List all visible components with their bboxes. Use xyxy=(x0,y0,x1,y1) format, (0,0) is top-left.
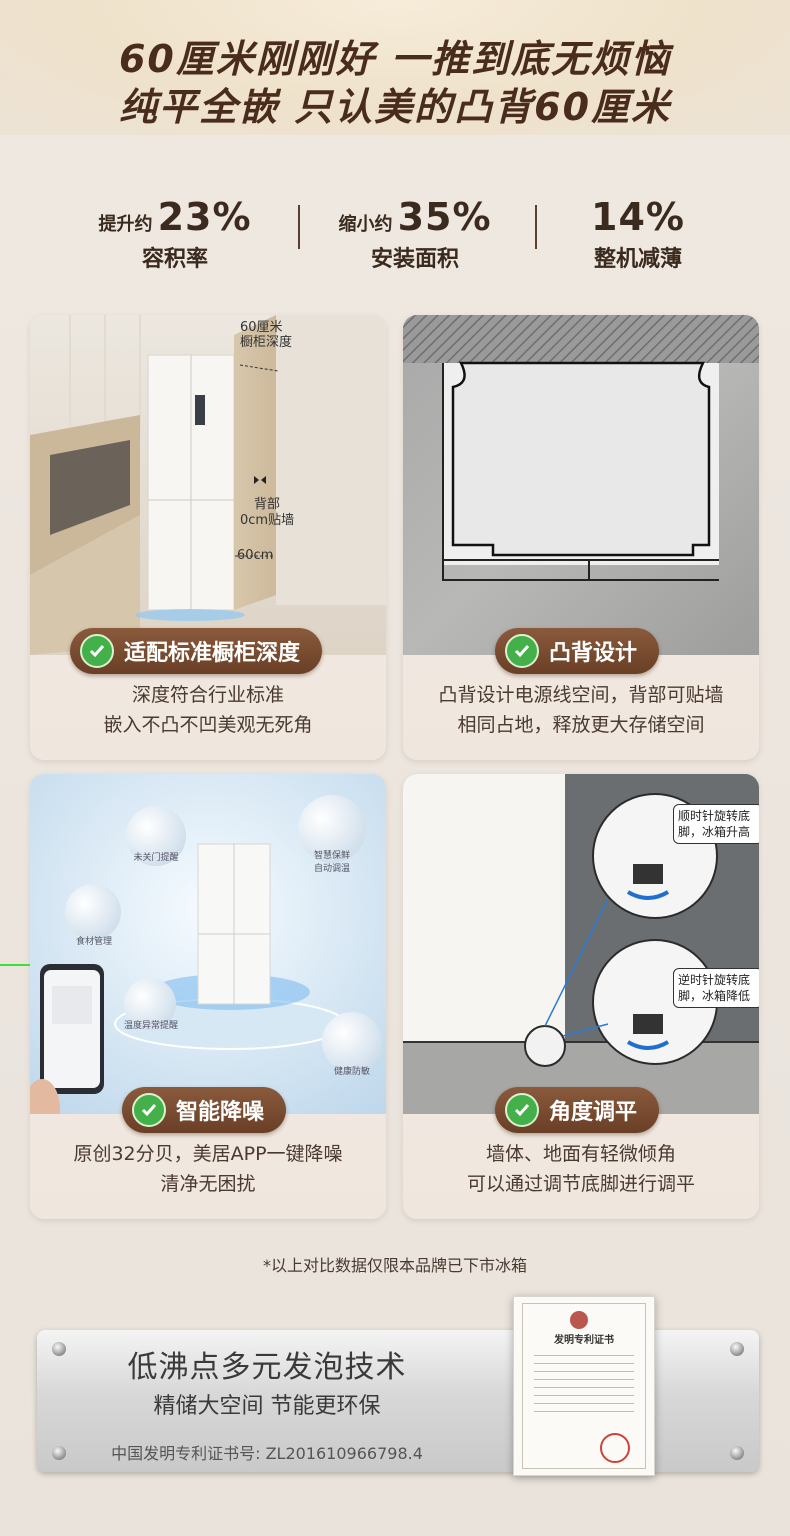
back-gap-annotation: 背部 0cm贴墙 xyxy=(240,497,294,529)
caption-line: 嵌入不凸不凹美观无死角 xyxy=(103,714,313,736)
depth-annotation-line: 60厘米 xyxy=(240,320,283,335)
caption-line: 原创32分贝，美居APP一键降噪 xyxy=(73,1143,343,1165)
convex-back-diagram xyxy=(403,315,759,655)
bubble-smart-fresh: 智慧保鲜 自动调温 xyxy=(313,851,350,874)
plate-title: 低沸点多元发泡技术 xyxy=(127,1350,407,1385)
feature-card-leveling: 顺时针旋转底脚，冰箱升高 逆时针旋转底脚，冰箱降低 角度调平 墙体、地面有轻微倾… xyxy=(403,774,759,1219)
screw-icon xyxy=(52,1446,66,1460)
stat-area: 缩小约 35% 安装面积 xyxy=(300,195,530,273)
stat-thinner: 14% 整机减薄 xyxy=(523,195,753,273)
patent-number: 中国发明专利证书号: ZL201610966798.4 xyxy=(111,1444,423,1463)
feature-card-noise-reduction: 未关门提醒 智慧保鲜 自动调温 食材管理 温度异常提醒 健康防敏 智能降噪 原创… xyxy=(30,774,386,1219)
width-annotation: 60cm xyxy=(237,548,274,563)
stat-divider xyxy=(298,205,300,249)
fridge-in-cabinet-image: 60厘米 橱柜深度 背部 0cm贴墙 60cm xyxy=(30,315,386,655)
patent-certificate: 发明专利证书 xyxy=(513,1296,655,1476)
leveling-feet-image: 顺时针旋转底脚，冰箱升高 逆时针旋转底脚，冰箱降低 xyxy=(403,774,759,1114)
bubble-temp-alert: 温度异常提醒 xyxy=(123,1021,178,1031)
card-title: 智能降噪 xyxy=(176,1100,265,1125)
certificate-title: 发明专利证书 xyxy=(554,1335,614,1346)
stat-value: 35% xyxy=(397,195,492,239)
bubble-anti-allergy: 健康防敏 xyxy=(333,1067,370,1077)
certificate-text-lines xyxy=(534,1355,634,1356)
check-icon xyxy=(132,1093,166,1127)
callout-counterclockwise: 逆时针旋转底脚，冰箱降低 xyxy=(673,968,759,1008)
card-caption: 墙体、地面有轻微倾角 可以通过调节底脚进行调平 xyxy=(403,1139,759,1199)
stat-value: 23% xyxy=(157,195,252,239)
depth-annotation: 60厘米 橱柜深度 xyxy=(240,320,292,350)
callout-clockwise: 顺时针旋转底脚，冰箱升高 xyxy=(673,804,759,844)
card-title: 凸背设计 xyxy=(549,641,638,666)
stat-value: 14% xyxy=(591,195,685,239)
check-icon xyxy=(505,634,539,668)
caption-line: 清净无困扰 xyxy=(160,1173,256,1195)
header-banner xyxy=(0,0,790,135)
stat-label: 整机减薄 xyxy=(593,247,682,272)
card-title: 角度调平 xyxy=(549,1100,638,1125)
card-title-pill: 角度调平 xyxy=(495,1087,660,1133)
caption-line: 相同占地，释放更大存储空间 xyxy=(457,714,705,736)
seal-icon xyxy=(600,1433,630,1463)
card-caption: 深度符合行业标准 嵌入不凸不凹美观无死角 xyxy=(30,680,386,740)
emblem-icon xyxy=(570,1311,588,1329)
feature-card-convex-back: 凸背设计 凸背设计电源线空间，背部可贴墙 相同占地，释放更大存储空间 xyxy=(403,315,759,760)
check-icon xyxy=(80,634,114,668)
headline-line-1: 60厘米刚刚好 一推到底无烦恼 xyxy=(118,37,672,81)
stat-prefix: 缩小约 xyxy=(338,214,393,235)
stat-prefix: 提升约 xyxy=(98,214,153,235)
card-title: 适配标准橱柜深度 xyxy=(124,641,301,666)
smart-fridge-image: 未关门提醒 智慧保鲜 自动调温 食材管理 温度异常提醒 健康防敏 xyxy=(30,774,386,1114)
certificate-border xyxy=(522,1303,646,1469)
check-icon xyxy=(505,1093,539,1127)
depth-annotation-line: 橱柜深度 xyxy=(240,335,293,350)
back-annotation-line: 背部 xyxy=(254,497,281,512)
screw-icon xyxy=(730,1342,744,1356)
stat-label: 容积率 xyxy=(141,247,208,272)
stat-capacity: 提升约 23% 容积率 xyxy=(60,195,290,273)
caption-line: 深度符合行业标准 xyxy=(131,684,284,706)
plate-subtitle: 精储大空间 节能更环保 xyxy=(153,1394,381,1419)
caption-line: 凸背设计电源线空间，背部可贴墙 xyxy=(438,684,724,706)
footnote: *以上对比数据仅限本品牌已下市冰箱 xyxy=(262,1256,527,1275)
card-title-pill: 适配标准橱柜深度 xyxy=(70,628,323,674)
card-caption: 原创32分贝，美居APP一键降噪 清净无困扰 xyxy=(30,1139,386,1199)
bubble-food-management: 食材管理 xyxy=(75,937,112,947)
stat-divider xyxy=(535,205,537,249)
feature-card-cabinet-depth: 60厘米 橱柜深度 背部 0cm贴墙 60cm 适配标准橱柜深度 深度符合行业标… xyxy=(30,315,386,760)
card-title-pill: 凸背设计 xyxy=(495,628,660,674)
screw-icon xyxy=(730,1446,744,1460)
caption-line: 墙体、地面有轻微倾角 xyxy=(485,1143,676,1165)
caption-line: 可以通过调节底脚进行调平 xyxy=(466,1173,695,1195)
screw-icon xyxy=(52,1342,66,1356)
card-title-pill: 智能降噪 xyxy=(122,1087,287,1133)
back-annotation-line: 0cm贴墙 xyxy=(240,513,295,528)
green-guide-line xyxy=(0,964,30,966)
stat-label: 安装面积 xyxy=(370,247,459,272)
bubble-door-reminder: 未关门提醒 xyxy=(133,853,179,863)
card-caption: 凸背设计电源线空间，背部可贴墙 相同占地，释放更大存储空间 xyxy=(403,680,759,740)
headline-line-2: 纯平全嵌 只认美的凸背60厘米 xyxy=(118,85,672,129)
